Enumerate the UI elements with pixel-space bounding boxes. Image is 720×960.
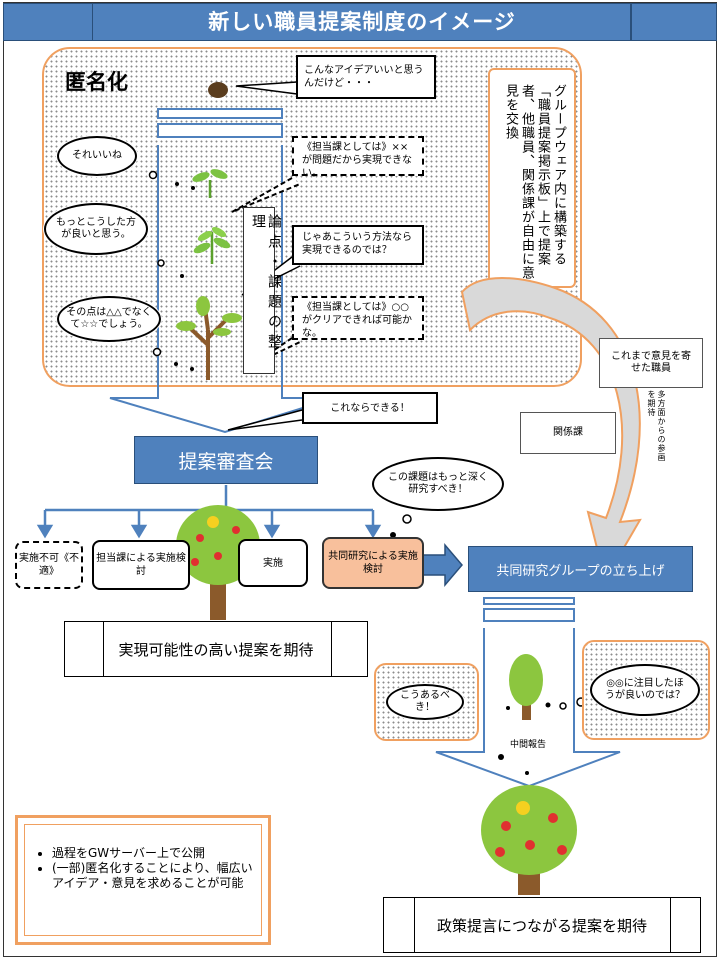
research-cloud-should: こうあるべき！: [386, 684, 464, 720]
issues-label: 論点・課題の整理: [250, 214, 282, 354]
past-contributors-box: これまで意見を寄せた職員: [599, 338, 703, 388]
seedling-icon: [193, 226, 231, 264]
expectation-policy-text: 政策提言につながる提案を期待: [436, 916, 647, 935]
interim-report-label: 中間報告: [510, 740, 547, 750]
related-dept-box: 関係課: [520, 412, 616, 454]
expectation-policy: 政策提言につながる提案を期待: [383, 897, 701, 953]
idea-bubble: こんなアイデアいいと思うんだけど・・・: [296, 55, 436, 99]
to-research-group-arrow: [421, 542, 463, 588]
title-bar-left-cell: [4, 4, 93, 40]
idea-container: [109, 108, 336, 434]
outcome-joint-research: 共同研究による実施検討: [322, 537, 424, 589]
expectation-feasible-text: 実現可能性の高い提案を期待: [118, 640, 314, 659]
anonymization-label: 匿名化: [65, 70, 128, 94]
comment-cloud-better: もっとこうした方が良いと思う。: [44, 203, 148, 255]
participation-note: 多方面からの参画を期待: [647, 390, 666, 462]
comment-cloud-good: それいいね: [57, 136, 137, 176]
research-cloud: この課題はもっと深く研究すべき！: [372, 457, 504, 511]
review-council-box: 提案審査会: [134, 436, 318, 484]
outcome-implement: 実施: [238, 539, 308, 587]
bulletin-scroll: グループウェア内に構築する「職員提案掲示板」上で提案者、他職員、関係課が自由に意…: [488, 68, 576, 288]
feasible-callout: これならできる！: [302, 392, 438, 424]
notes-list: 過程をGWサーバー上で公開 (一部)匿名化することにより、幅広いアイデア・意見を…: [28, 846, 262, 891]
thought-dots: [148, 170, 195, 371]
department-callout-2: 《担当課としては》○○がクリアできれば可能かな。: [292, 296, 424, 340]
bulletin-scroll-text: グループウェア内に構築する「職員提案掲示板」上で提案者、他職員、関係課が自由に意…: [503, 84, 566, 280]
big-apple-tree-icon: [481, 785, 577, 895]
comment-cloud-instead: その点は△△でなくて☆☆でしょう。: [57, 296, 161, 342]
small-tree-icon: [509, 654, 543, 720]
expectation-feasible: 実現可能性の高い提案を期待: [64, 621, 368, 677]
research-group-box: 共同研究グループの立ち上げ: [468, 546, 693, 592]
note-item: 過程をGWサーバー上で公開: [52, 846, 262, 861]
young-tree-icon: [176, 296, 242, 380]
department-callout-1: 《担当課としては》××が問題だから実現できない。: [292, 136, 424, 179]
title-bar-right-cell: [630, 4, 632, 40]
suggestion-callout: じゃあこういう方法なら実現できるのでは？: [292, 225, 424, 265]
page-frame: [3, 2, 717, 957]
sprout-icon: [192, 169, 228, 198]
seed-icon: [208, 82, 228, 98]
outcome-dept-review: 担当課による実施検討: [92, 540, 190, 590]
notes-box: 過程をGWサーバー上で公開 (一部)匿名化することにより、幅広いアイデア・意見を…: [15, 815, 271, 945]
outcome-not-feasible: 実施不可《不適》: [15, 541, 83, 589]
research-cloud-focus: ◎◎に注目したほうが良いのでは？: [590, 664, 700, 716]
page-title: 新しい職員提案制度のイメージ: [208, 10, 516, 34]
issues-box: 論点・課題の整理: [243, 207, 282, 374]
title-bar: 新しい職員提案制度のイメージ: [3, 3, 717, 41]
note-item: (一部)匿名化することにより、幅広いアイデア・意見を求めることが可能: [52, 861, 262, 891]
